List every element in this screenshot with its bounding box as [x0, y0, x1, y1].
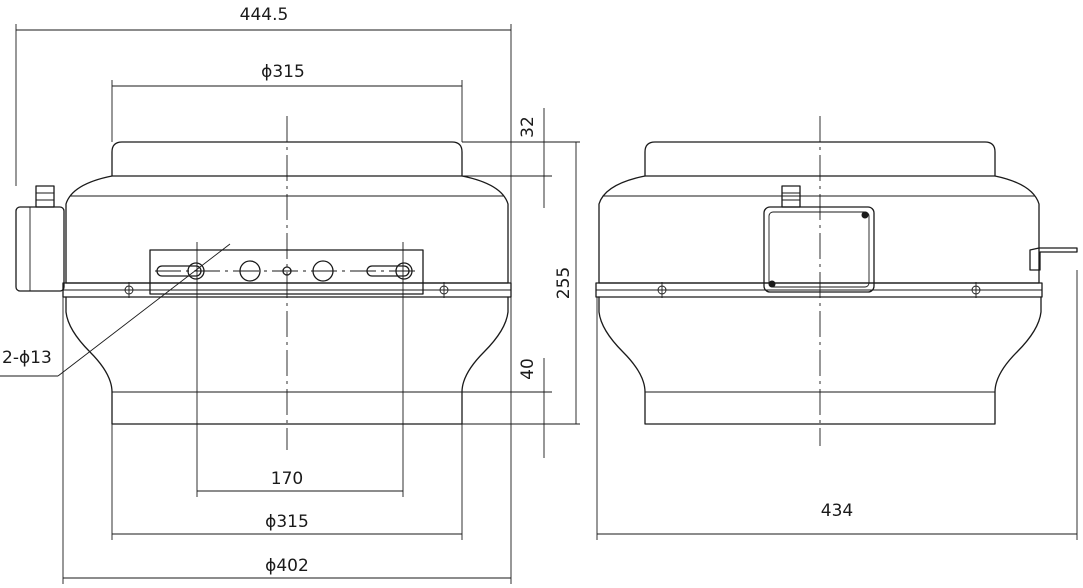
front-cable-gland: [35, 185, 55, 208]
side-bolt-left: [654, 282, 670, 298]
dimension-lines: [15, 24, 1078, 584]
label-bottom-section: 40: [518, 358, 538, 380]
label-side-width: 434: [821, 501, 853, 521]
hole-leader: [57, 243, 231, 377]
label-overall-height: 255: [554, 267, 574, 299]
label-top-diameter: ϕ315: [261, 62, 305, 82]
side-cable-gland: [781, 185, 801, 208]
front-mounting-bracket: [149, 249, 424, 295]
label-hole-spacing: 170: [271, 469, 303, 489]
front-lower-body: [65, 296, 509, 425]
side-bolt-right: [968, 282, 984, 298]
dimension-labels: 444.5 ϕ315 32 255 40 2-ϕ13 170 ϕ315 ϕ402…: [2, 5, 853, 576]
terminal-screw-bottom: [768, 280, 776, 288]
side-lower-body: [598, 296, 1042, 425]
label-hole-spec: 2-ϕ13: [2, 348, 52, 368]
terminal-screw-top: [861, 211, 869, 219]
label-bottom-diameter: ϕ315: [265, 512, 309, 532]
flange-bolt-left: [121, 282, 137, 298]
side-terminal-box: [763, 206, 875, 293]
side-hook-bracket: [1029, 247, 1078, 271]
side-upper-body: [598, 175, 1040, 284]
front-view: [0, 116, 512, 497]
bracket-slot-right: [366, 265, 410, 277]
label-overall-width: 444.5: [240, 5, 289, 25]
front-junction-box: [15, 206, 65, 292]
flange-bolt-right: [436, 282, 452, 298]
label-top-section: 32: [518, 116, 538, 138]
label-base-diameter: ϕ402: [265, 556, 309, 576]
side-view: [595, 116, 1078, 446]
